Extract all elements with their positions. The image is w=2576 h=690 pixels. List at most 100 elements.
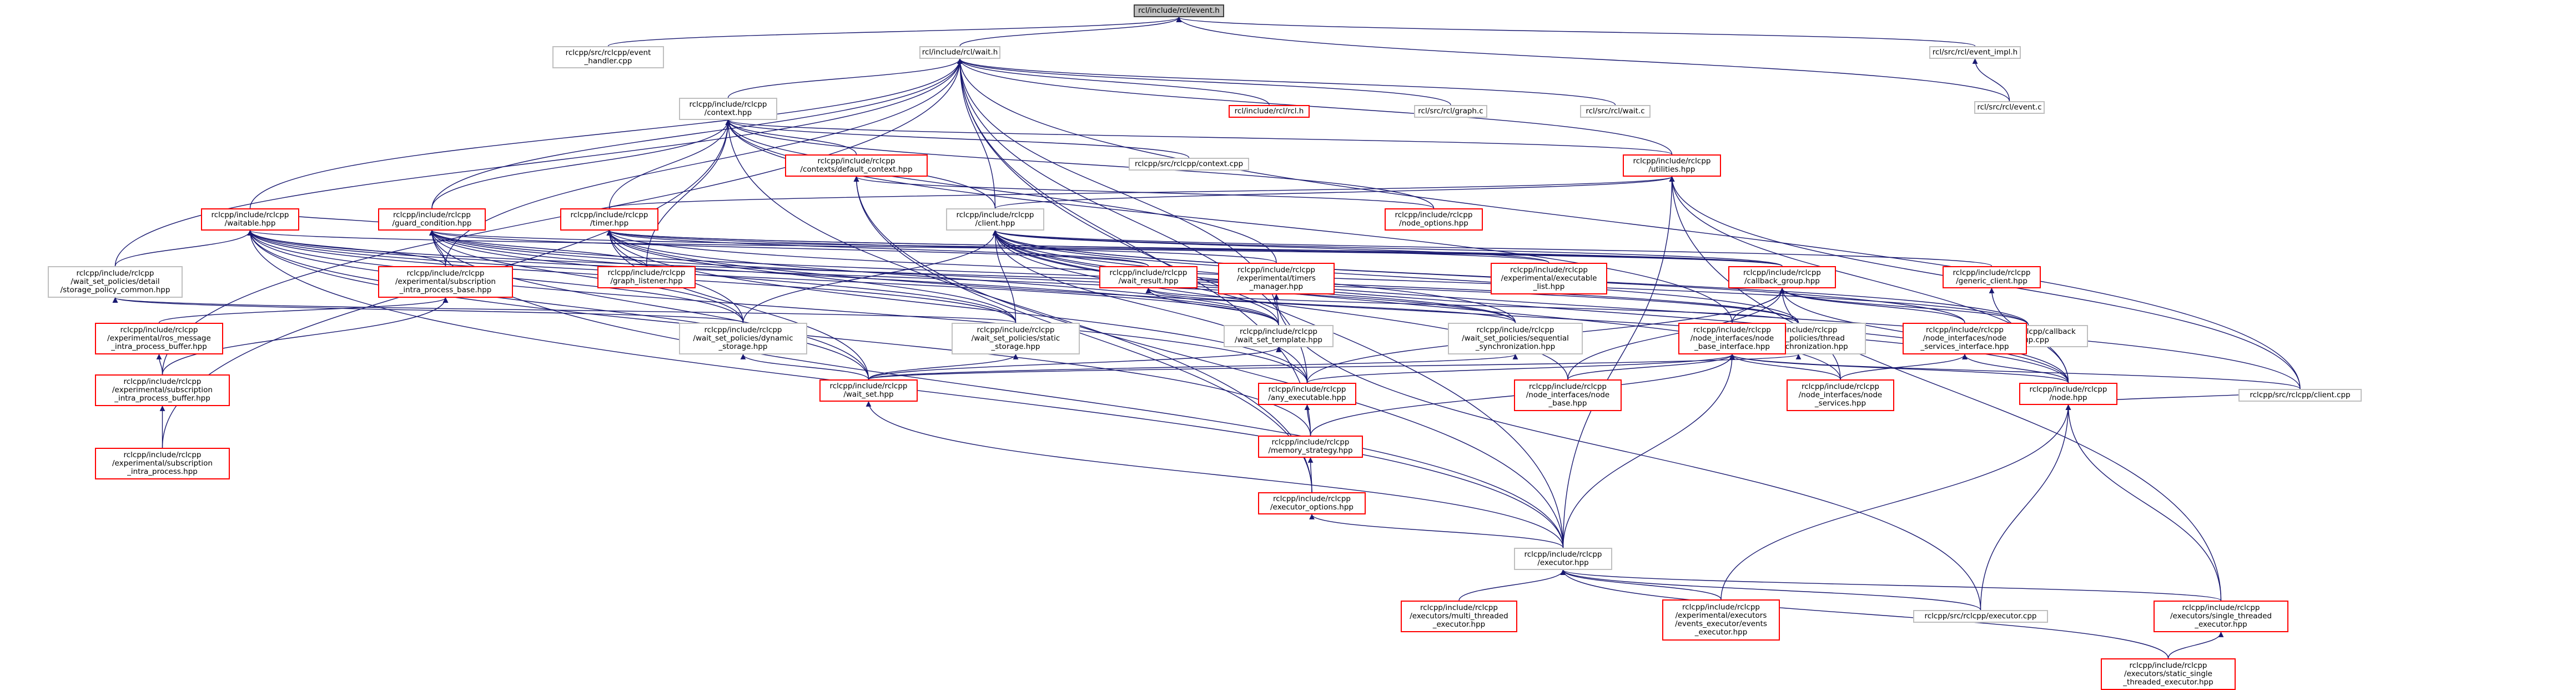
node-utilities-hpp[interactable]: rclcpp/include/rclcpp /utilities.hpp bbox=[1623, 154, 1721, 177]
edge-static-storage-hpp-to-wait-set-policies-detail bbox=[113, 297, 1017, 323]
edge-graph-listener-hpp-to-context-hpp bbox=[646, 119, 731, 267]
edge-executor-hpp-to-wait-set-hpp bbox=[866, 401, 1564, 548]
edge-node-services-interface-hpp-to-callback-group-hpp bbox=[1779, 288, 1965, 323]
node-sequential-synchronization-hpp[interactable]: rclcpp/include/rclcpp /wait_set_policies… bbox=[1448, 323, 1583, 354]
node-ros-message-intra-process-buffer-hpp[interactable]: rclcpp/include/rclcpp /experimental/ros_… bbox=[95, 323, 223, 354]
edge-executor-cpp-to-timers-manager-hpp bbox=[1274, 294, 1981, 611]
node-memory-strategy-hpp[interactable]: rclcpp/include/rclcpp /memory_strategy.h… bbox=[1258, 436, 1363, 458]
edge-node-hpp-to-node-services-interface-hpp bbox=[1962, 354, 2069, 383]
node-event-handler-cpp[interactable]: rclcpp/src/rclcpp/event _handler.cpp bbox=[552, 46, 664, 68]
edge-rcl-h-to-wait-h bbox=[957, 58, 1270, 106]
node-context-cpp[interactable]: rclcpp/src/rclcpp/context.cpp bbox=[1129, 158, 1249, 171]
edge-wait-set-policies-detail-to-wait-h bbox=[114, 58, 963, 267]
node-context-hpp[interactable]: rclcpp/include/rclcpp /context.hpp bbox=[679, 98, 777, 120]
node-executor-cpp[interactable]: rclcpp/src/rclcpp/executor.cpp bbox=[1913, 610, 2048, 623]
edge-event-impl-h-to-root bbox=[1176, 17, 1976, 47]
node-any-executable-hpp[interactable]: rclcpp/include/rclcpp /any_executable.hp… bbox=[1258, 383, 1356, 405]
edge-utilities-hpp-to-context-hpp bbox=[726, 119, 1673, 155]
node-static-storage-hpp[interactable]: rclcpp/include/rclcpp /wait_set_policies… bbox=[952, 323, 1080, 354]
edge-event-c-to-root bbox=[1176, 17, 2010, 102]
edge-any-executable-hpp-to-wait-h bbox=[957, 58, 1308, 383]
node-node-hpp[interactable]: rclcpp/include/rclcpp /node.hpp bbox=[2019, 383, 2117, 405]
node-callback-group-hpp[interactable]: rclcpp/include/rclcpp /callback_group.hp… bbox=[1728, 266, 1836, 288]
edge-memory-strategy-hpp-to-any-executable-hpp bbox=[1304, 404, 1311, 436]
edge-any-executable-hpp-to-waitable-hpp bbox=[247, 230, 1308, 383]
node-wait-result-hpp[interactable]: rclcpp/include/rclcpp /wait_result.hpp bbox=[1099, 266, 1198, 288]
edge-client-cpp-to-node-base-interface-hpp bbox=[1729, 354, 2301, 389]
edge-wait-set-hpp-to-static-storage-hpp bbox=[868, 354, 1019, 380]
node-node-services-hpp[interactable]: rclcpp/include/rclcpp /node_interfaces/n… bbox=[1787, 379, 1894, 411]
edge-single-threaded-executor-hpp-to-executor-hpp bbox=[1560, 569, 2222, 601]
edge-thread-safe-sync-hpp-to-wait-result-hpp bbox=[1145, 288, 1799, 323]
edge-node-base-hpp-to-callback-group-hpp bbox=[1567, 288, 1785, 380]
node-node-base-interface-hpp[interactable]: rclcpp/include/rclcpp /node_interfaces/n… bbox=[1678, 323, 1786, 354]
edge-event-c-to-event-impl-h bbox=[1972, 58, 2010, 102]
edge-timers-manager-hpp-to-context-hpp bbox=[725, 119, 1277, 263]
node-executable-list-hpp[interactable]: rclcpp/include/rclcpp /experimental/exec… bbox=[1491, 263, 1607, 294]
node-node-options-hpp[interactable]: rclcpp/include/rclcpp /node_options.hpp bbox=[1385, 208, 1483, 231]
edge-guard-condition-hpp-to-wait-h bbox=[431, 58, 963, 209]
edge-graph-listener-hpp-to-guard-condition-hpp bbox=[429, 230, 647, 267]
node-event-c[interactable]: rcl/src/rcl/event.c bbox=[1974, 101, 2045, 114]
edge-event-handler-cpp-to-root bbox=[607, 17, 1182, 47]
edge-wait-set-template-hpp-to-timer-hpp bbox=[606, 230, 1279, 326]
edge-executor-cpp-to-executor-hpp bbox=[1560, 569, 1981, 611]
node-multi-threaded-executor-hpp[interactable]: rclcpp/include/rclcpp /executors/multi_t… bbox=[1401, 601, 1517, 632]
node-single-threaded-executor-hpp[interactable]: rclcpp/include/rclcpp /executors/single_… bbox=[2154, 601, 2288, 632]
node-subscription-intra-process-hpp[interactable]: rclcpp/include/rclcpp /experimental/subs… bbox=[95, 448, 230, 479]
node-wait-set-template-hpp[interactable]: rclcpp/include/rclcpp /wait_set_template… bbox=[1224, 325, 1334, 347]
edge-intra-process-buffer-hpp-to-ros-message-intra-process-buffer bbox=[156, 354, 163, 375]
node-client-hpp[interactable]: rclcpp/include/rclcpp /client.hpp bbox=[946, 208, 1044, 231]
edge-callback-group-hpp-to-guard-condition-hpp bbox=[429, 230, 1783, 267]
edge-context-hpp-to-wait-h bbox=[727, 58, 963, 98]
node-rcl-wait-h[interactable]: rcl/include/rcl/wait.h bbox=[919, 46, 1000, 59]
edge-wait-set-hpp-to-thread-safe-sync-hpp bbox=[868, 354, 1801, 380]
edge-waitable-hpp-to-wait-h bbox=[249, 58, 963, 209]
edge-dynamic-storage-hpp-to-client-hpp bbox=[742, 230, 998, 323]
node-rcl-h[interactable]: rcl/include/rcl/rcl.h bbox=[1229, 105, 1310, 118]
edge-wait-set-hpp-to-guard-condition-hpp bbox=[429, 230, 869, 380]
edge-wait-h-to-root bbox=[959, 17, 1182, 47]
edge-static-storage-hpp-to-timer-hpp bbox=[606, 230, 1017, 323]
edge-client-cpp-to-client-hpp bbox=[992, 230, 2301, 389]
edge-events-executor-hpp-to-node-hpp bbox=[1720, 404, 2071, 600]
node-guard-condition-hpp[interactable]: rclcpp/include/rclcpp /guard_condition.h… bbox=[378, 208, 486, 231]
edge-executor-options-hpp-to-default-context-hpp bbox=[853, 176, 1312, 493]
edge-executor-options-hpp-to-context-hpp bbox=[725, 119, 1312, 493]
edge-single-threaded-executor-hpp-to-node-hpp bbox=[2065, 404, 2222, 601]
node-wait-c[interactable]: rcl/src/rcl/wait.c bbox=[1580, 105, 1651, 118]
edge-thread-safe-sync-hpp-to-client-hpp bbox=[992, 230, 1799, 323]
edge-timer-hpp-to-context-hpp bbox=[608, 119, 731, 209]
node-waitable-hpp[interactable]: rclcpp/include/rclcpp /waitable.hpp bbox=[201, 208, 299, 231]
node-storage-policy-common-hpp[interactable]: rclcpp/include/rclcpp /wait_set_policies… bbox=[48, 266, 183, 298]
node-client-cpp[interactable]: rclcpp/src/rclcpp/client.cpp bbox=[2238, 389, 2362, 402]
node-timers-manager-hpp[interactable]: rclcpp/include/rclcpp /experimental/time… bbox=[1218, 263, 1335, 294]
edge-client-cpp-to-wait-h bbox=[957, 58, 2301, 389]
node-executor-options-hpp[interactable]: rclcpp/include/rclcpp /executor_options.… bbox=[1258, 492, 1366, 514]
edge-executor-options-hpp-to-memory-strategy-hpp bbox=[1307, 457, 1314, 493]
node-event-impl-h[interactable]: rcl/src/rcl/event_impl.h bbox=[1929, 46, 2021, 59]
edge-any-executable-hpp-to-node-base-interface-hpp bbox=[1306, 354, 1735, 383]
node-graph-c[interactable]: rcl/src/rcl/graph.c bbox=[1414, 105, 1487, 118]
edge-any-executable-hpp-to-client-hpp bbox=[992, 230, 1308, 383]
node-wait-set-hpp[interactable]: rclcpp/include/rclcpp /wait_set.hpp bbox=[819, 379, 918, 402]
node-generic-client-hpp[interactable]: rclcpp/include/rclcpp /generic_client.hp… bbox=[1943, 266, 2041, 288]
node-subscription-intra-process-base-hpp[interactable]: rclcpp/include/rclcpp /experimental/subs… bbox=[378, 266, 513, 298]
node-graph-listener-hpp[interactable]: rclcpp/include/rclcpp /graph_listener.hp… bbox=[597, 266, 696, 288]
edge-client-hpp-to-utilities-hpp bbox=[994, 176, 1675, 209]
edge-wait-result-hpp-to-timer-hpp bbox=[606, 230, 1149, 267]
edge-guard-condition-hpp-to-context-hpp bbox=[431, 119, 731, 209]
node-subscription-intra-process-buffer-hpp[interactable]: rclcpp/include/rclcpp /experimental/subs… bbox=[95, 374, 230, 406]
node-events-executor-hpp[interactable]: rclcpp/include/rclcpp /experimental/exec… bbox=[1662, 599, 1780, 641]
node-executor-hpp[interactable]: rclcpp/include/rclcpp /executor.hpp bbox=[1514, 548, 1612, 570]
node-timer-hpp[interactable]: rclcpp/include/rclcpp /timer.hpp bbox=[560, 208, 658, 231]
edge-ros-message-intra-process-buffer-to-subscription-intra-process-base bbox=[158, 297, 449, 323]
node-node-services-interface-hpp[interactable]: rclcpp/include/rclcpp /node_interfaces/n… bbox=[1903, 323, 2027, 354]
node-static-single-threaded-executor-hpp[interactable]: rclcpp/include/rclcpp /executors/static_… bbox=[2101, 658, 2236, 690]
node-default-context-hpp[interactable]: rclcpp/include/rclcpp /contexts/default_… bbox=[785, 154, 928, 177]
node-dynamic-storage-hpp[interactable]: rclcpp/include/rclcpp /wait_set_policies… bbox=[679, 323, 807, 354]
edge-thread-safe-sync-hpp-to-waitable-hpp bbox=[247, 230, 1799, 323]
edge-sequential-sync-hpp-to-wait-result-hpp bbox=[1145, 288, 1516, 323]
node-node-base-hpp[interactable]: rclcpp/include/rclcpp /node_interfaces/n… bbox=[1514, 379, 1622, 411]
edge-generic-client-hpp-to-client-hpp bbox=[993, 230, 1993, 267]
